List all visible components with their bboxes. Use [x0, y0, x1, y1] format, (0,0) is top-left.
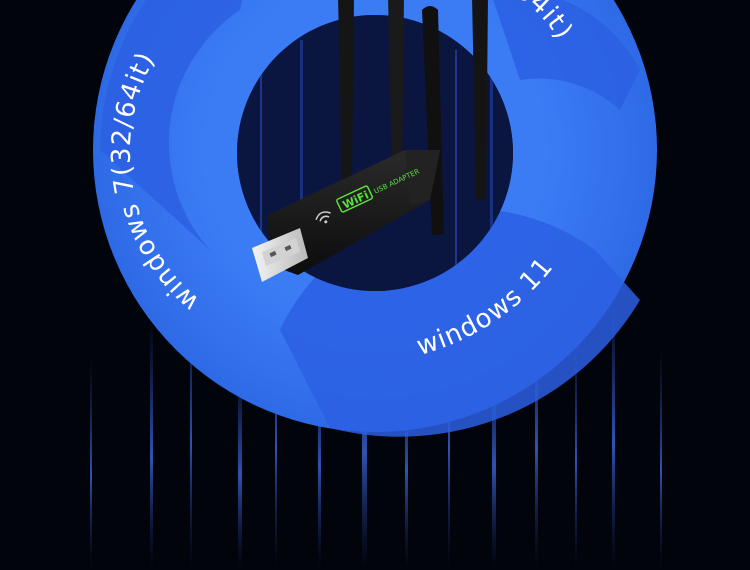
ring-band-left	[100, 0, 243, 250]
os-compatibility-ring	[93, 0, 657, 437]
antenna-1	[338, 0, 354, 190]
antenna-2	[388, 0, 404, 175]
adapter-body	[268, 150, 440, 275]
antenna-4	[472, 0, 488, 200]
light-streaks	[90, 290, 662, 570]
wifi-signal-icon	[315, 211, 331, 224]
usb-wifi-adapter: WiFi USB ADAPTER	[252, 0, 488, 282]
antennas	[338, 0, 488, 235]
usb-plug	[252, 228, 308, 282]
antenna-3	[422, 6, 444, 235]
ring-band-top	[493, 0, 640, 110]
